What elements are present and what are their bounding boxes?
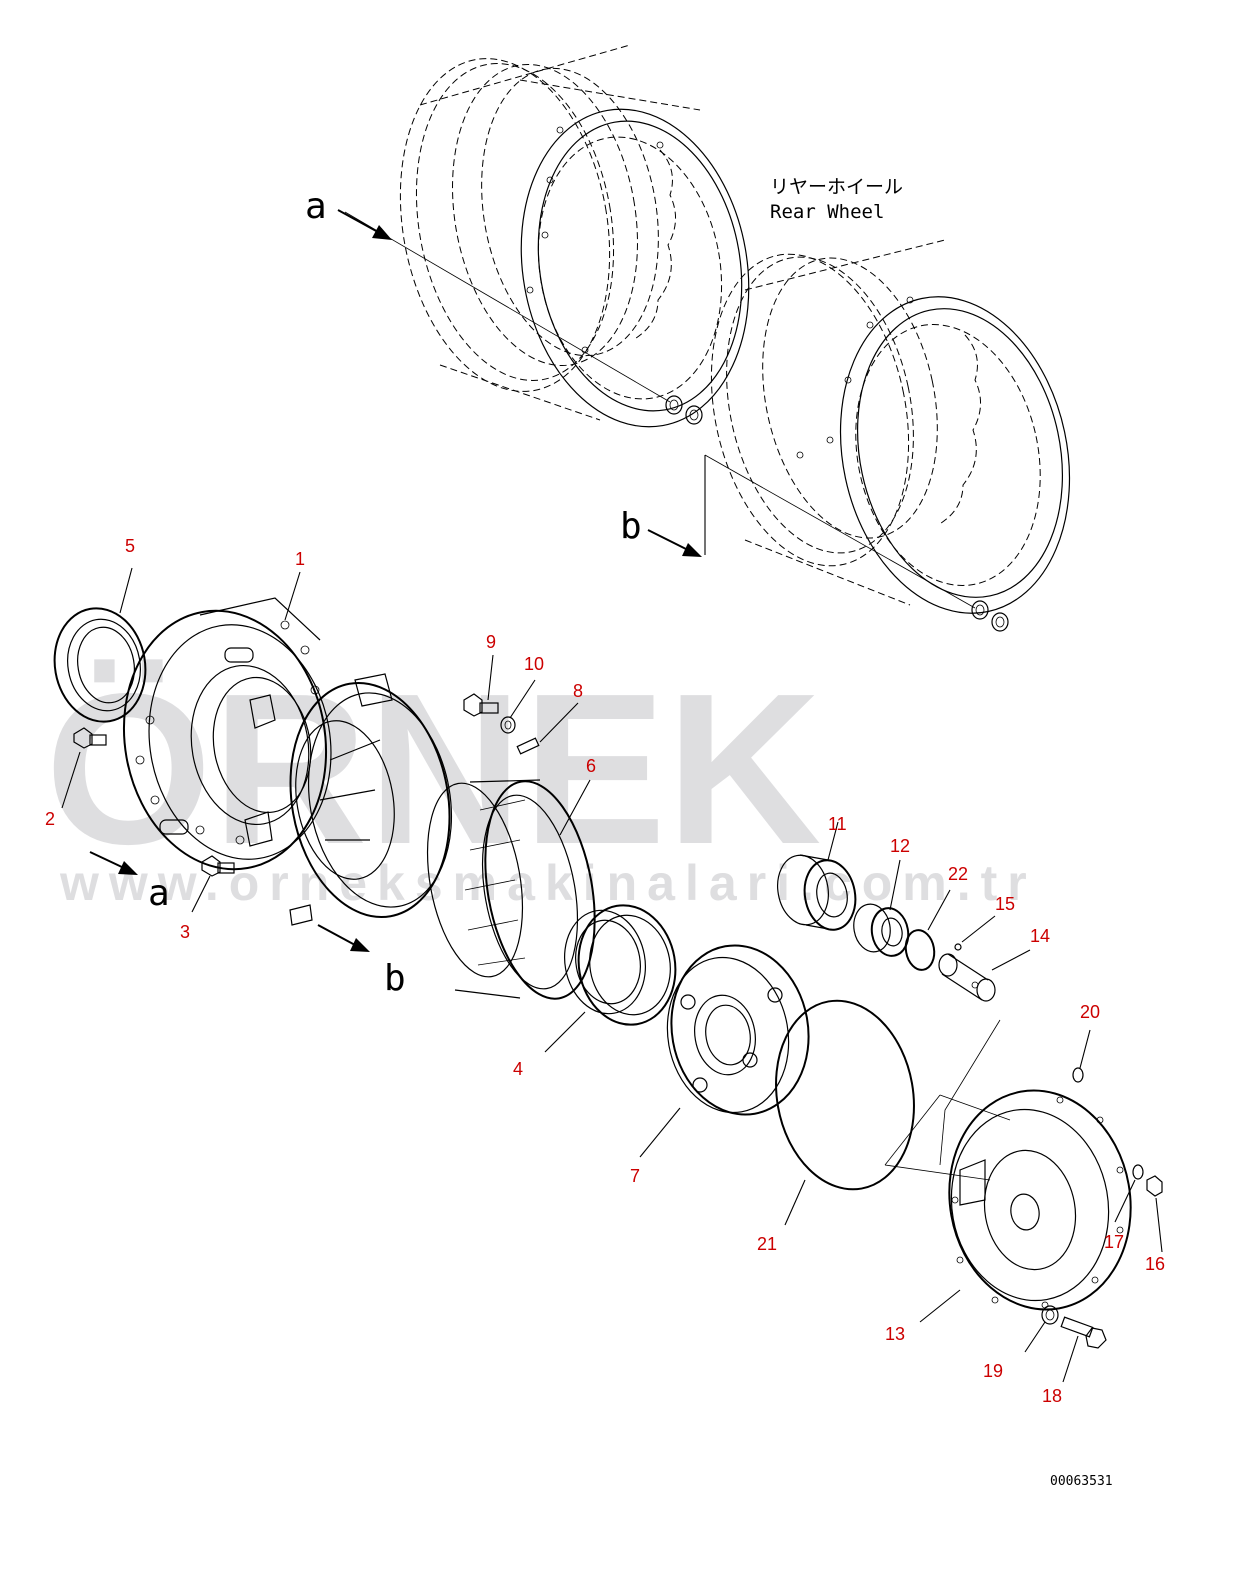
leader-lines: [61, 567, 1163, 1383]
part-number-21: 21: [757, 1234, 777, 1254]
part-number-9: 9: [486, 632, 496, 652]
part-snap-ring-22: [904, 929, 936, 971]
part-plug-16: [1146, 1175, 1163, 1197]
part-bolt-9: [463, 693, 499, 717]
caption-english: Rear Wheel: [770, 201, 884, 223]
part-washer-10: [500, 716, 516, 734]
part-pin-8: [516, 737, 540, 755]
part-shaft-14: [938, 953, 996, 1002]
part-number-6: 6: [586, 756, 596, 776]
ref-a-top: a: [305, 186, 392, 240]
part-o-ring-17: [1132, 1164, 1144, 1180]
part-bearing-12: [853, 903, 910, 957]
rear-wheel-lower: [704, 239, 1071, 632]
part-number-10: 10: [524, 654, 544, 674]
part-number-labels: 1 2 3 4 5 6 7 8 9 10 11 12 13 14 15 16 1…: [45, 536, 1165, 1406]
drawing-code: 00063531: [1050, 1474, 1113, 1489]
part-bolt-18: [1060, 1316, 1107, 1349]
part-cover-13: [884, 1019, 1132, 1311]
part-number-12: 12: [890, 836, 910, 856]
part-number-19: 19: [983, 1361, 1003, 1381]
part-number-22: 22: [948, 864, 968, 884]
part-stud-bolt-2: [73, 727, 107, 749]
caption: リヤーホイール Rear Wheel: [770, 176, 903, 223]
caption-japanese: リヤーホイール: [770, 176, 903, 198]
part-number-17: 17: [1104, 1232, 1124, 1252]
part-number-11: 11: [828, 814, 847, 834]
part-number-7: 7: [630, 1166, 640, 1186]
part-number-8: 8: [573, 681, 583, 701]
part-bearing-11: [777, 854, 857, 931]
part-number-13: 13: [885, 1324, 905, 1344]
ref-letter-b-bottom: b: [384, 958, 406, 999]
part-number-5: 5: [125, 536, 135, 556]
part-planet-carrier: [666, 944, 810, 1116]
part-ring-gear: [426, 779, 596, 1000]
part-number-3: 3: [180, 922, 190, 942]
part-washer-19: [1041, 1305, 1059, 1325]
part-oil-seal: [53, 607, 147, 723]
part-bearing-4: [563, 904, 677, 1026]
part-number-1: 1: [295, 549, 305, 569]
watermark-text: ÖRNEK: [45, 648, 821, 889]
part-plug-20: [1072, 1067, 1084, 1083]
part-number-15: 15: [995, 894, 1015, 914]
part-number-20: 20: [1080, 1002, 1100, 1022]
ref-letter-b: b: [620, 506, 642, 547]
part-stud-bolt-3: [201, 855, 235, 877]
part-number-2: 2: [45, 809, 55, 829]
part-carrier-ring: [244, 673, 453, 926]
ref-a-bottom: a: [89, 851, 170, 914]
ref-letter-a-bottom: a: [148, 873, 170, 914]
part-o-ring-21: [775, 999, 915, 1191]
part-ball-15: [954, 943, 962, 951]
rear-wheel-upper: [344, 44, 750, 428]
part-number-4: 4: [513, 1059, 523, 1079]
part-number-18: 18: [1042, 1386, 1062, 1406]
ref-letter-a: a: [305, 186, 327, 227]
watermark: ÖRNEK www.orneksmakinalari.com.tr: [45, 648, 1027, 911]
part-number-16: 16: [1145, 1254, 1165, 1274]
ref-b-bottom: b: [317, 924, 406, 999]
ref-b-top: b: [620, 506, 702, 557]
part-number-14: 14: [1030, 926, 1050, 946]
